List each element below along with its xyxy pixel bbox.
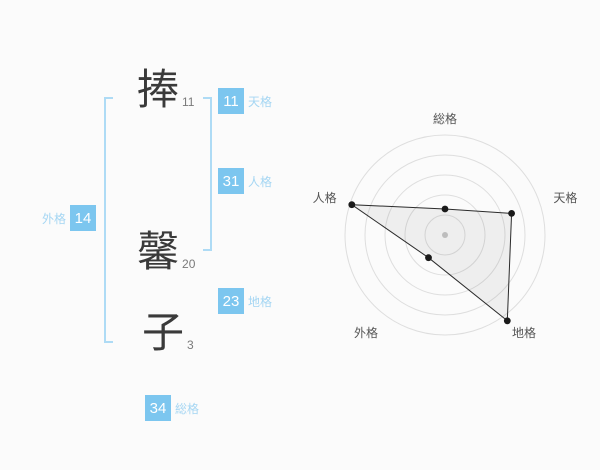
radar-ring-5	[344, 134, 546, 336]
radar-center-dot	[442, 232, 448, 238]
stroke-count-1: 11	[182, 95, 195, 109]
tenkaku-label: 天格	[248, 94, 273, 109]
gaikaku-label: 外格	[42, 211, 67, 226]
tenkaku-badge-group: 11 天格	[218, 88, 272, 114]
stroke-count-2: 20	[182, 257, 196, 271]
kanji-char-3: 子	[142, 311, 185, 357]
radar-axis-label-4: 人格	[313, 190, 337, 205]
jinkaku-badge-group: 31 人格	[218, 168, 272, 194]
name-char-row-3: 子 3	[142, 313, 194, 355]
kanji-char-2: 馨	[137, 230, 180, 276]
radar-axis-label-2: 地格	[512, 325, 536, 340]
tenkaku-value: 11	[218, 88, 244, 114]
radar-axis-label-3: 外格	[354, 325, 378, 340]
jinkaku-label: 人格	[248, 174, 273, 189]
radar-point-3	[425, 254, 432, 262]
name-char-row-1: 捧 11	[137, 70, 194, 112]
gaikaku-badge-group: 外格 14	[42, 205, 97, 231]
radar-point-0	[441, 205, 449, 213]
radar-ring-1	[424, 214, 466, 256]
radar-point-4	[348, 201, 356, 209]
radar-axis-label-1: 天格	[553, 190, 577, 205]
radar-point-1	[508, 210, 515, 217]
chikaku-badge-group: 23 地格	[218, 288, 272, 314]
name-char-row-2: 馨 20	[137, 232, 195, 274]
radar-point-2	[503, 317, 511, 325]
radar-ring-2	[404, 194, 486, 276]
gaikaku-bracket	[104, 97, 113, 343]
soukaku-value: 34	[145, 395, 171, 421]
jinkaku-value: 31	[218, 168, 244, 194]
soukaku-badge-group: 34 総格	[145, 395, 199, 421]
chikaku-label: 地格	[248, 294, 273, 309]
gaikaku-value: 14	[70, 205, 97, 231]
radar-axis-label-0: 総格	[433, 111, 457, 126]
jinkaku-bracket	[203, 97, 212, 251]
soukaku-label: 総格	[175, 401, 200, 416]
radar-polygon	[350, 204, 513, 322]
radar-ring-3	[384, 174, 506, 296]
chikaku-value: 23	[218, 288, 244, 314]
kanji-char-1: 捧	[137, 68, 180, 114]
radar-ring-4	[364, 154, 526, 316]
stroke-count-3: 3	[187, 338, 194, 352]
